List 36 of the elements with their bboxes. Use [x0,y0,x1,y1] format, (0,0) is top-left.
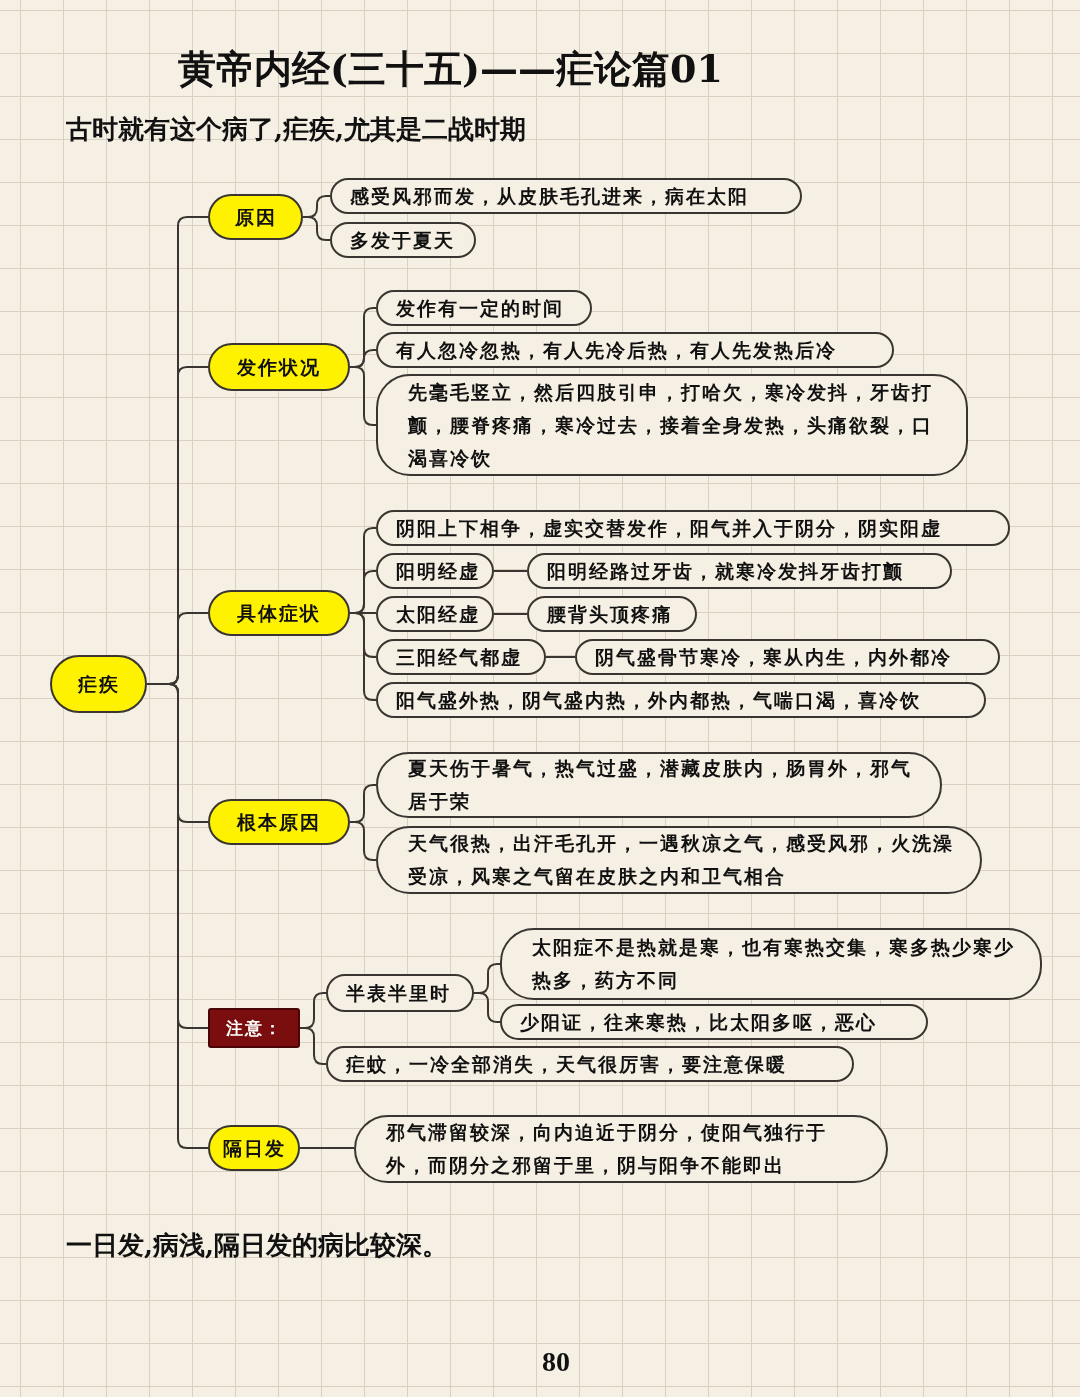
note-bubble: 夏天伤于暑气，热气过盛，潜藏皮肤内，肠胃外，邪气居于荣 [376,752,942,818]
closing-note: 一日发,病浅,隔日发的病比较深。 [66,1229,449,1262]
connector-line [493,570,528,572]
note-bubble: 阳明经路过牙齿，就寒冷发抖牙齿打颤 [527,553,952,589]
note-bubble: 阴气盛骨节寒冷，寒从内生，内外都冷 [575,639,1000,675]
note-bubble: 阳明经虚 [376,553,494,589]
topic-bubble: 发作状况 [208,343,350,391]
note-bubble: 天气很热，出汗毛孔开，一遇秋凉之气，感受风邪，火洗澡受凉，风寒之气留在皮肤之内和卫气相合 [376,826,982,894]
intro-note: 古时就有这个病了,疟疾,尤其是二战时期 [66,113,527,146]
note-bubble: 先毫毛竖立，然后四肢引申，打哈欠，寒冷发抖，牙齿打颤，腰脊疼痛，寒冷过去，接着全身发热，头痛欲裂，口渴喜冷饮 [376,374,968,476]
warning-tag: 注意： [208,1008,300,1048]
topic-bubble: 根本原因 [208,799,350,845]
topic-bubble: 隔日发 [208,1125,300,1171]
note-bubble: 阴阳上下相争，虚实交替发作，阳气并入于阴分，阴实阳虚 [376,510,1010,546]
note-bubble: 感受风邪而发，从皮肤毛孔进来，病在太阳 [330,178,802,214]
note-bubble: 多发于夏天 [330,222,476,258]
note-bubble: 发作有一定的时间 [376,290,592,326]
note-bubble: 疟蚊，一冷全部消失，天气很厉害，要注意保暖 [326,1046,854,1082]
note-bubble: 三阳经气都虚 [376,639,546,675]
note-bubble: 少阳证，往来寒热，比太阳多呕，恶心 [500,1004,928,1040]
topic-bubble: 具体症状 [208,590,350,636]
note-bubble: 腰背头顶疼痛 [527,596,697,632]
note-bubble: 邪气滞留较深，向内迫近于阴分，使阳气独行于外，而阴分之邪留于里，阴与阳争不能即出 [354,1115,888,1183]
note-bubble: 太阳经虚 [376,596,494,632]
page-number: 80 [542,1346,570,1378]
note-bubble: 有人忽冷忽热，有人先冷后热，有人先发热后冷 [376,332,894,368]
connector-line [545,656,576,658]
note-bubble: 太阳症不是热就是寒，也有寒热交集，寒多热少寒少热多，药方不同 [500,928,1042,1000]
connector-line [349,366,377,426]
note-bubble: 半表半里时 [326,974,474,1012]
page-title: 黄帝内经(三十五)——疟论篇01 [178,45,723,93]
topic-bubble: 原因 [208,194,303,240]
note-bubble: 阳气盛外热，阴气盛内热，外内都热，气喘口渴，喜冷饮 [376,682,986,718]
connector-line [299,1147,355,1149]
connector-line [302,216,331,241]
connector-line [493,613,528,615]
